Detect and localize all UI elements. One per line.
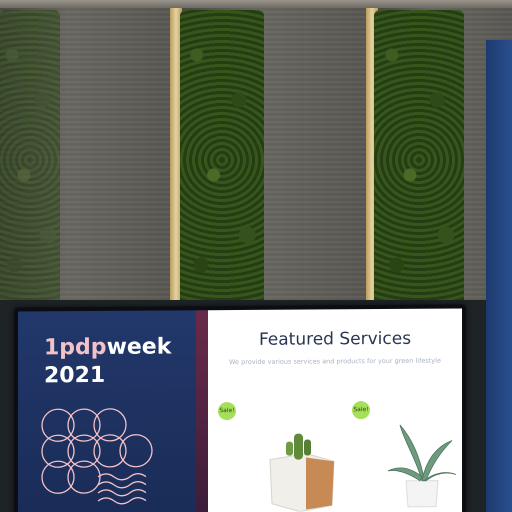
sale-badge: Sale! [218,402,236,421]
ceiling [0,0,512,8]
poster-side-strip [196,310,208,512]
brand-part-2: week [106,334,172,360]
section-subtitle: We provide various services and products… [229,356,441,367]
plant-wall [180,10,264,310]
event-poster: 1pdpweek 2021 [18,310,208,512]
blue-column [486,40,512,512]
cactus-product-icon [269,433,335,512]
sale-badge: Sale! [352,401,370,420]
section-title: Featured Services [258,328,412,350]
plant-wall [0,10,60,310]
aloe-product-icon [387,424,457,508]
brand-part-1: 1pdp [44,334,107,361]
wood-strip [170,8,182,308]
event-year: 2021 [44,362,106,389]
display-screen: 1pdpweek 2021 Featured Services We provi… [14,304,466,512]
website-page: Featured Services We provide various ser… [208,308,462,512]
geometric-pattern-icon [41,408,153,505]
plant-wall [374,10,464,310]
event-brand: 1pdpweek [44,334,171,361]
